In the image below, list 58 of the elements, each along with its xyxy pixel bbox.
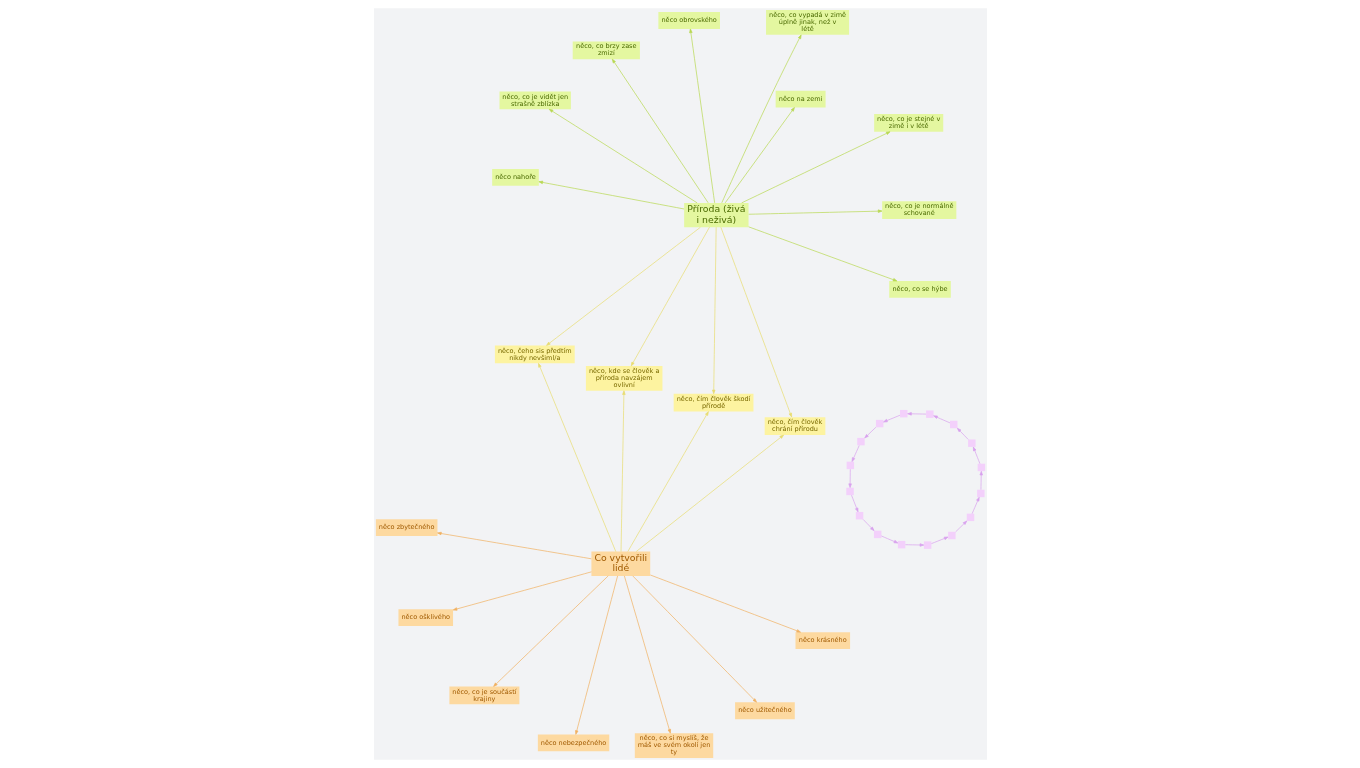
arrow [574,575,618,735]
arrow [611,58,708,204]
arrow [932,415,950,424]
node-box [925,410,934,418]
node-box [855,511,863,520]
arrow [954,520,967,533]
arrow [623,575,671,734]
arrow [972,446,980,464]
arrow [979,470,983,490]
arrow [436,531,592,560]
arrow [904,543,924,547]
arrow [635,434,784,552]
arrow [631,575,757,703]
arrow [649,574,801,633]
arrow [930,536,948,544]
arrow [882,414,900,423]
arrow [862,519,874,531]
arrow [880,535,898,544]
node-box [845,487,854,496]
arrow [850,494,858,513]
arrow [740,131,890,204]
arrow [537,363,616,552]
node-box [856,437,865,446]
arrow [492,575,609,687]
arrow [630,226,710,367]
arrow [971,496,980,514]
arrow [627,411,709,552]
node-box [923,541,931,549]
arrow [851,445,860,462]
arrow [747,209,882,215]
arrow [906,412,926,416]
arrow [548,108,697,204]
node-box [899,409,907,418]
node-box [897,540,905,549]
node-box: Příroda (živá i neživá) [683,202,749,228]
arrow [545,226,701,346]
node-box [947,531,956,540]
arrow [620,390,626,552]
arrow [720,34,801,204]
node-box [873,530,881,539]
arrow [956,427,968,440]
arrow [688,28,715,204]
node-box [976,489,985,498]
node-box [966,513,974,522]
arrow [724,107,795,204]
node-box [846,461,854,470]
node-box [967,439,976,447]
arrow [711,226,716,395]
arrow [747,226,897,282]
node-box: Co vytvořili lidé [590,551,650,576]
arrow [863,426,876,439]
arrow [452,571,592,611]
arrow [847,468,852,488]
arrow [720,226,792,418]
arrow [538,180,684,210]
node-box [875,419,883,428]
node-box [949,420,957,429]
node-box [977,463,985,472]
